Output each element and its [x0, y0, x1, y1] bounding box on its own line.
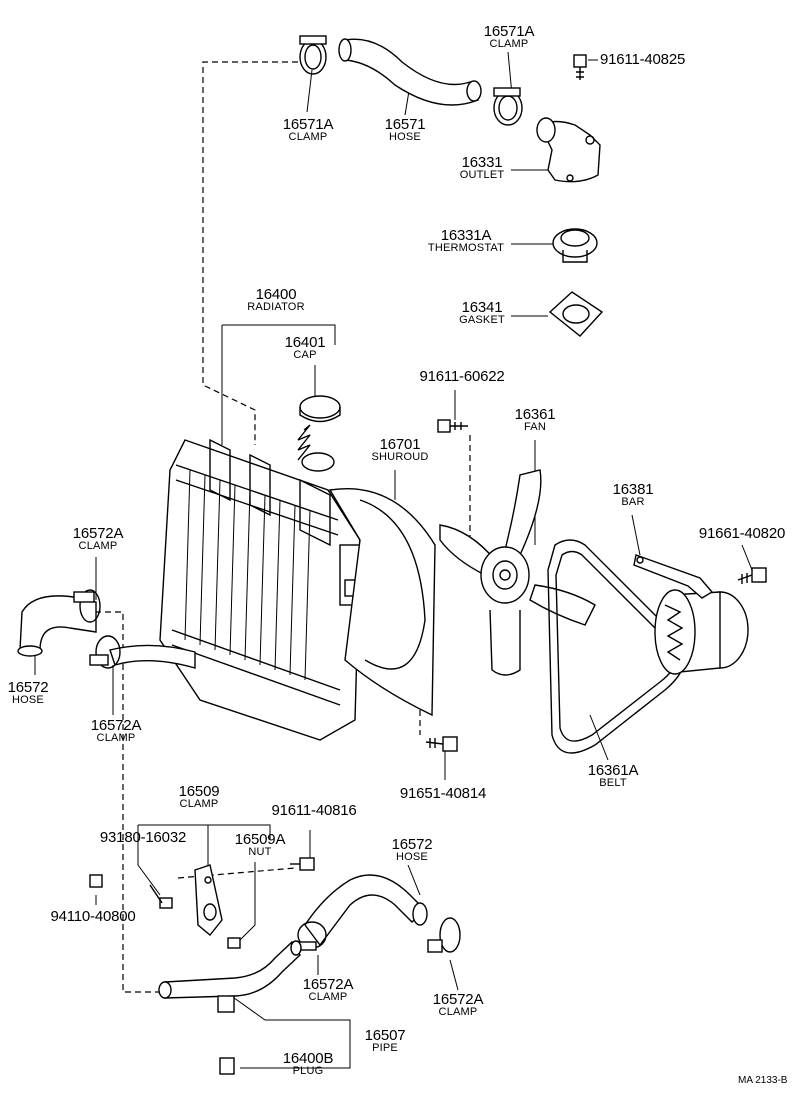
label-radiator: 16400 RADIATOR: [247, 286, 305, 313]
upper-hose: [338, 38, 482, 106]
label-clamp-left-lower: 16572A CLAMP: [90, 717, 142, 744]
gasket: [548, 291, 604, 337]
label-clamp-bottom-mid: 16572A CLAMP: [302, 976, 354, 1003]
dashed-reference-lines: [95, 61, 471, 993]
label-clamp-top-right: 16571A CLAMP: [483, 23, 535, 50]
lower-hose: [304, 874, 428, 947]
label-gasket: 16341 GASKET: [459, 299, 505, 326]
drain-plug: [219, 1057, 235, 1075]
nut-pipe-clamp: [227, 937, 241, 949]
label-nut: 16509A NUT: [234, 831, 286, 858]
label-fan: 16361 FAN: [514, 406, 556, 433]
label-clamp-left-upper: 16572A CLAMP: [72, 525, 124, 552]
label-clamp-bottom-right: 16572A CLAMP: [432, 991, 484, 1018]
bolt-fan: [437, 419, 468, 433]
label-hose-top: 16571 HOSE: [384, 116, 426, 143]
label-clamp-top-left: 16571A CLAMP: [282, 116, 334, 143]
label-bar: 16381 BAR: [612, 481, 654, 508]
bolt-pipe: [290, 857, 315, 871]
label-belt: 16361A BELT: [587, 762, 639, 789]
cooling-fan: [439, 469, 596, 676]
lower-left-hose: [17, 595, 196, 669]
alternator-pulley: [654, 589, 749, 675]
bolt-bar: [737, 567, 767, 584]
thermostat: [552, 228, 598, 263]
label-thermostat: 16331A THERMOSTAT: [427, 227, 505, 254]
leader-lines: [34, 51, 753, 1069]
nut-small: [89, 874, 103, 888]
label-bolt-shroud: 91651-40814: [399, 785, 487, 802]
label-bolt-clamp: 93180-16032: [99, 829, 187, 846]
label-hose-bottom: 16572 HOSE: [391, 836, 433, 863]
label-plug: 16400B PLUG: [282, 1050, 334, 1077]
label-bolt-fan: 91611-60622: [419, 368, 505, 385]
pipe-clamp: [194, 864, 223, 936]
radiator: [159, 438, 363, 741]
upper-clamp-left: [299, 35, 327, 75]
water-pipe: [158, 940, 302, 1013]
water-outlet: [536, 117, 601, 183]
bolt-outlet: [573, 54, 587, 80]
adjusting-bar: [633, 554, 714, 599]
label-outlet: 16331 OUTLET: [459, 154, 505, 181]
label-hose-left: 16572 HOSE: [7, 679, 49, 706]
lower-clamp-right: [427, 917, 461, 953]
left-clamp-upper: [73, 589, 101, 623]
left-clamp-lower: [89, 635, 121, 669]
bolt-shroud: [425, 736, 458, 752]
label-nut-small: 94110-40800: [50, 908, 136, 925]
label-cap: 16401 CAP: [284, 334, 326, 361]
figure-reference: MA 2133-B: [738, 1075, 788, 1086]
radiator-cap: [297, 395, 341, 461]
label-bolt-pipe: 91611-40816: [271, 802, 357, 819]
upper-clamp-right: [493, 87, 523, 126]
label-clamp-pipe: 16509 CLAMP: [178, 783, 220, 810]
bolt-clamp: [149, 884, 173, 909]
label-bolt-bar: 91661-40820: [698, 525, 786, 542]
label-pipe: 16507 PIPE: [364, 1027, 406, 1054]
fan-shroud: [328, 488, 436, 717]
label-bolt-outlet: 91611-40825: [600, 51, 686, 68]
label-shroud: 16701 SHUROUD: [371, 436, 429, 463]
